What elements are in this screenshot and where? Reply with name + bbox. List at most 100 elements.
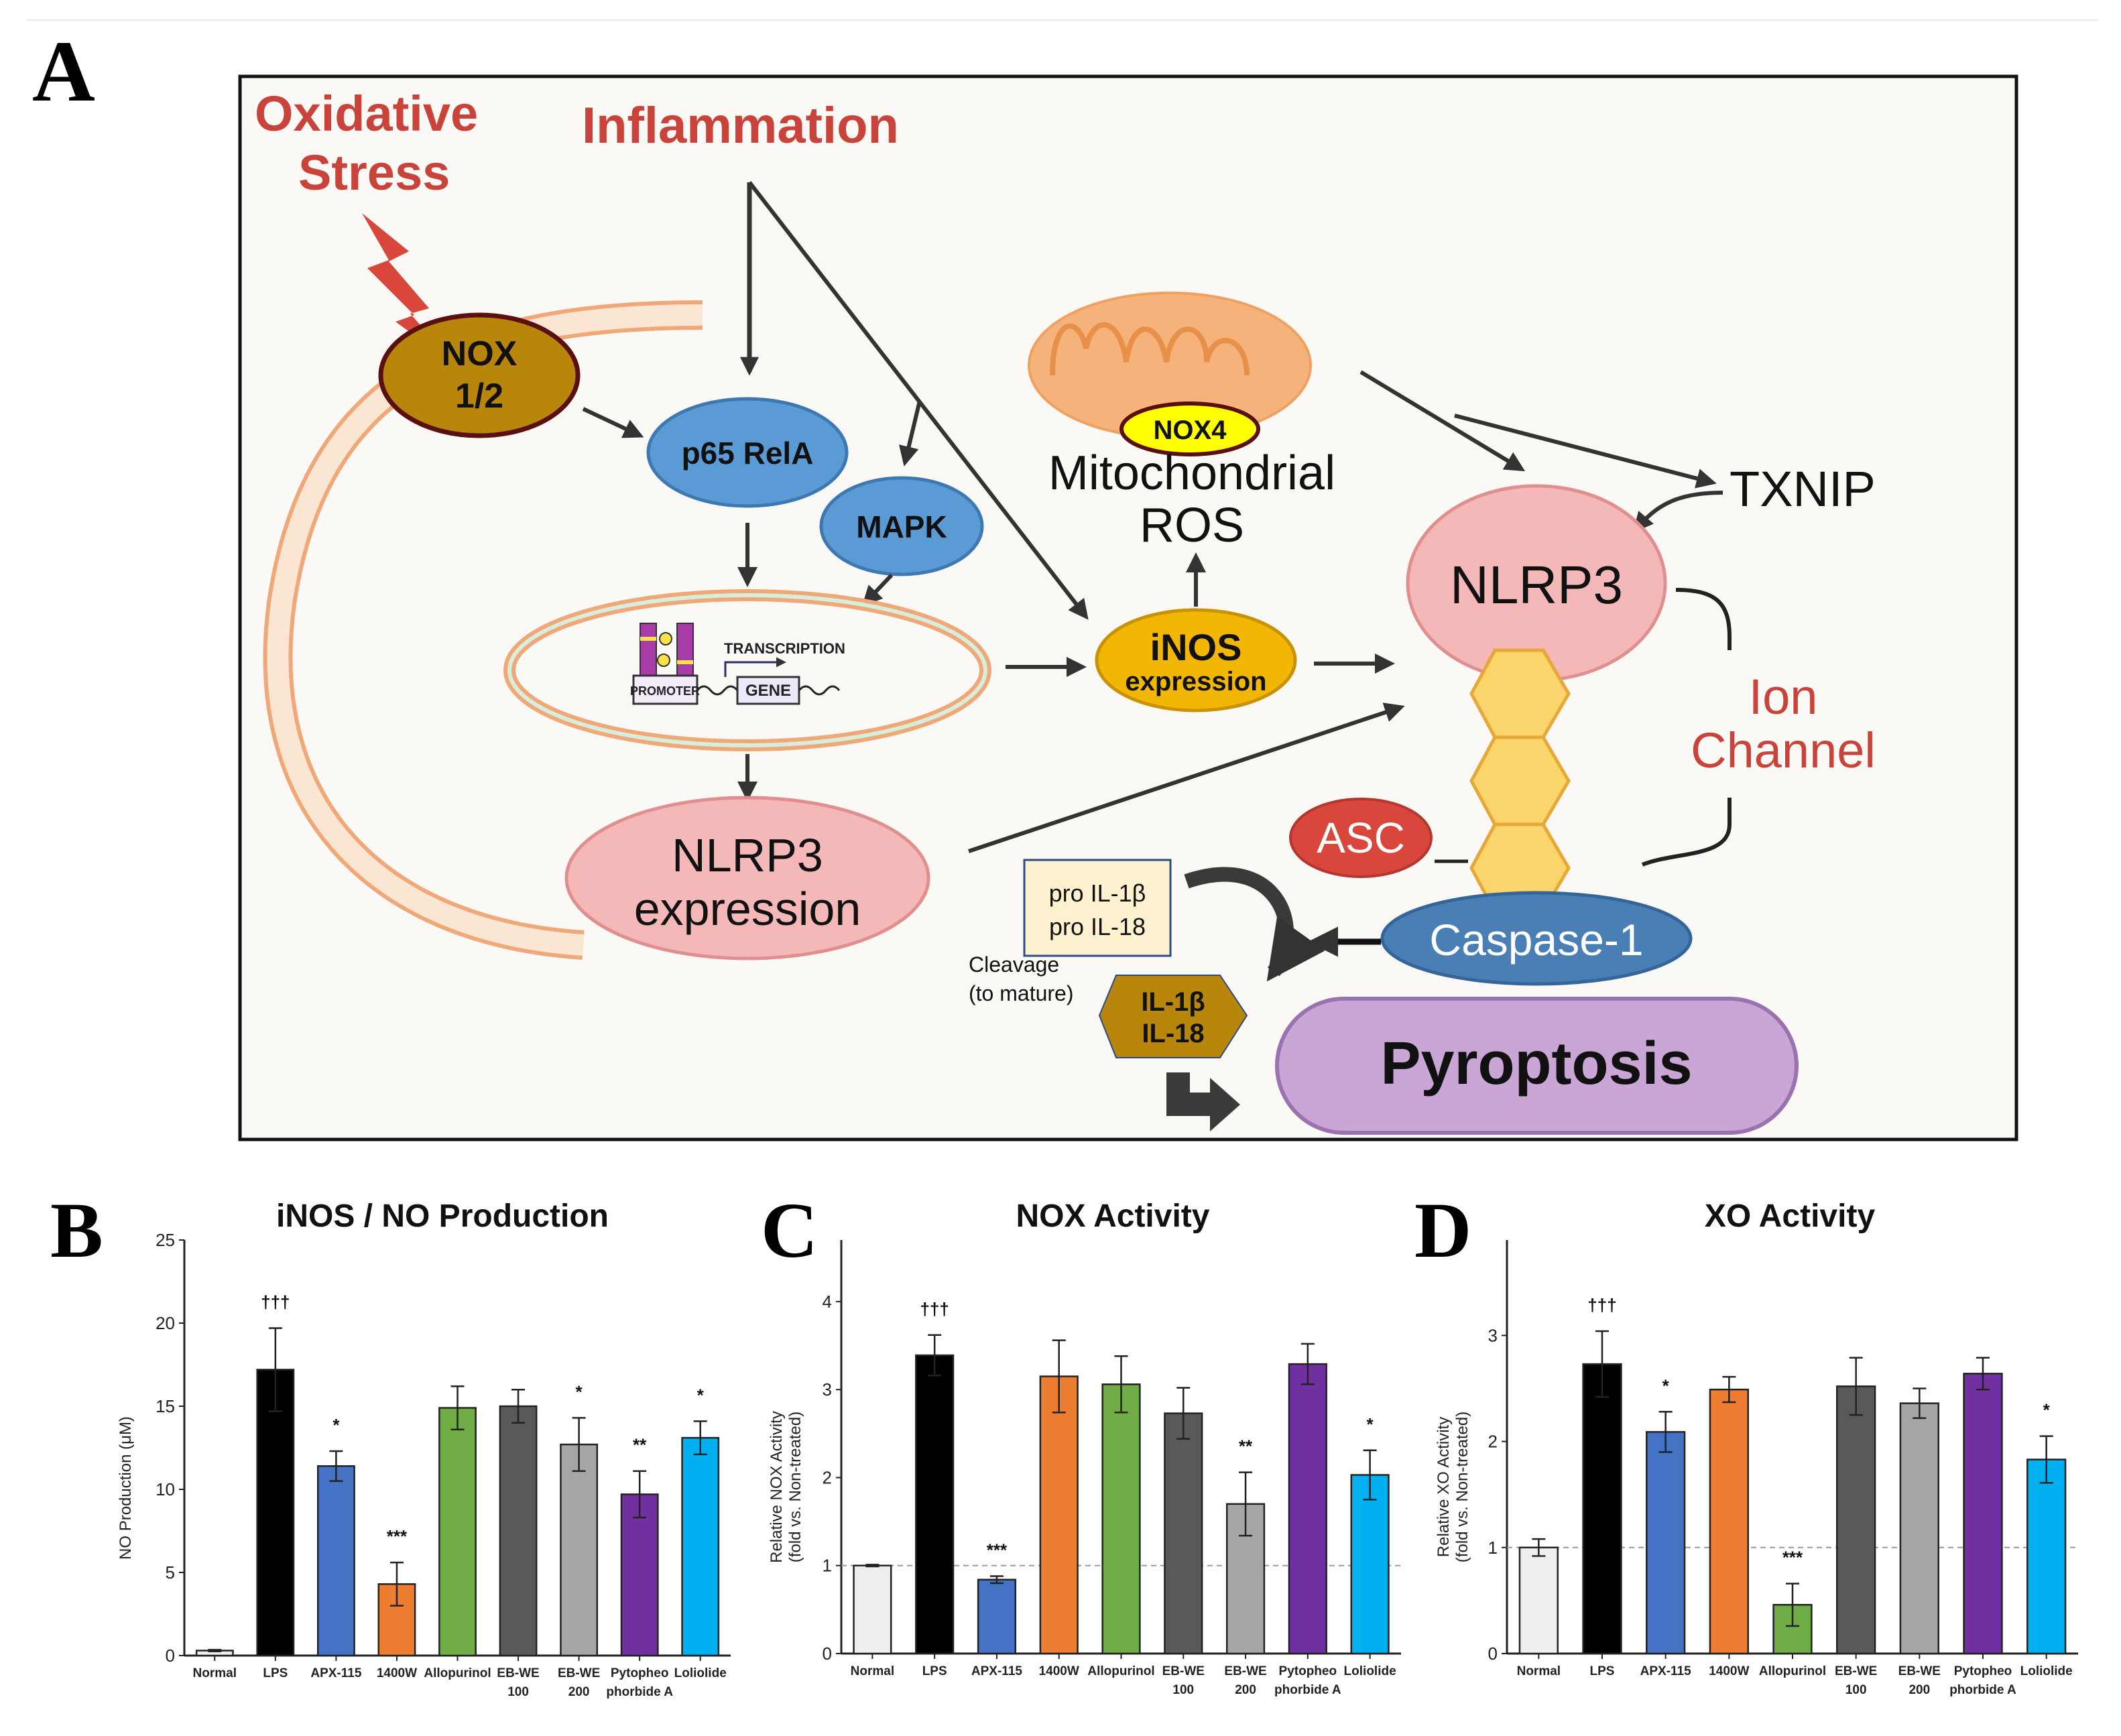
bar: [1039, 1375, 1079, 1655]
mito-ros-label-1: Mitochondrial: [1048, 446, 1335, 500]
bar: [1836, 1385, 1876, 1655]
mapk-node: [819, 476, 984, 576]
arrow-mito-nlrp3: [1359, 370, 1526, 472]
significance-marker: **: [1239, 1436, 1253, 1456]
panel-label-a: A: [32, 23, 95, 120]
chart-title: NOX Activity: [1016, 1198, 1210, 1234]
x-tick-label: Normal: [851, 1664, 894, 1678]
bar: [499, 1405, 538, 1657]
y-tick-label: 2: [1488, 1432, 1498, 1452]
bar: [977, 1578, 1017, 1655]
x-tick-label: Pytopheo: [611, 1666, 669, 1680]
arrow-nox-p65: [582, 407, 644, 438]
cleavage-curved-arrow: [1184, 867, 1325, 982]
significance-marker: ***: [387, 1526, 408, 1546]
significance-marker: *: [1367, 1414, 1374, 1434]
x-tick-label: 1400W: [1039, 1664, 1079, 1678]
inflammation-label: Inflammation: [582, 97, 899, 154]
x-tick-label: Allopurinol: [1087, 1664, 1154, 1678]
chart-title: XO Activity: [1705, 1198, 1876, 1234]
x-tick-label: Loliolide: [1344, 1664, 1396, 1678]
mapk-label: MAPK: [856, 509, 947, 544]
y-tick-label: 4: [823, 1292, 832, 1312]
inos-label-1: iNOS: [1150, 626, 1242, 668]
x-tick-label: Normal: [193, 1666, 237, 1680]
significance-marker: *: [576, 1381, 583, 1402]
dna-strand-1: [696, 685, 739, 696]
promoter-label: PROMOTER: [630, 684, 700, 698]
dna-strand-2: [798, 685, 841, 696]
pyroptosis-node: [1275, 997, 1799, 1135]
il1b-label: IL-1β: [1141, 987, 1205, 1017]
bar: [1709, 1388, 1749, 1655]
ion-channel-label-1: Ion: [1749, 669, 1818, 725]
pro-il1b-label: pro IL-1β: [1049, 879, 1146, 907]
x-tick-label: EB-WE: [558, 1666, 600, 1680]
x-tick-label: 1400W: [377, 1666, 417, 1680]
y-tick-label: 15: [156, 1396, 175, 1416]
asc-filament: [1469, 648, 1571, 914]
x-tick-label: phorbide A: [1949, 1683, 2016, 1697]
panel-label-d: D: [1414, 1186, 1471, 1274]
bar: [1164, 1412, 1203, 1655]
caspase1-label: Caspase-1: [1429, 915, 1643, 965]
mito-ros-label-2: ROS: [1140, 499, 1244, 552]
significance-marker: *: [332, 1415, 340, 1435]
y-tick-label: 0: [1488, 1644, 1498, 1664]
arrow-inflammation-inos: [747, 181, 1089, 620]
x-tick-label: Pytopheo: [1954, 1664, 2012, 1678]
promoter-box: [632, 674, 699, 705]
x-tick-label: Allopurinol: [424, 1666, 491, 1680]
transcription-label: TRANSCRIPTION: [724, 640, 845, 657]
arrow-txnip-nlrp3: [1633, 491, 1723, 533]
inos-node: [1095, 608, 1297, 712]
arrow-branch-mapk: [898, 400, 922, 467]
ion-channel-bracket-bottom: [1641, 798, 1732, 867]
arrow-mito-txnip: [1454, 414, 1717, 489]
x-tick-label: APX-115: [971, 1664, 1022, 1678]
x-tick-label: Loliolide: [2020, 1664, 2073, 1678]
x-tick-label: 1400W: [1709, 1664, 1749, 1678]
x-tick-label: APX-115: [1640, 1664, 1691, 1678]
x-tick-label: APX-115: [310, 1666, 361, 1680]
y-tick-label: 1: [1488, 1538, 1498, 1558]
ion-channel-bracket-top: [1675, 588, 1732, 650]
bar: [2026, 1459, 2067, 1655]
inos-label-2: expression: [1125, 667, 1266, 696]
bar: [560, 1443, 599, 1657]
x-tick-label: 100: [1172, 1683, 1194, 1697]
y-tick-label: 20: [156, 1313, 175, 1333]
x-tick-label: EB-WE: [1162, 1664, 1205, 1678]
bar: [681, 1436, 720, 1657]
x-tick-label: 200: [1908, 1683, 1930, 1697]
caspase1-node: [1380, 891, 1693, 986]
nlrp3-expression-label-2: expression: [634, 883, 861, 935]
y-axis-label: Relative NOX Activity: [768, 1411, 786, 1563]
pro-il-box: [1023, 859, 1172, 957]
x-tick-label: 200: [568, 1685, 590, 1699]
nlrp3-expression-label-1: NLRP3: [672, 829, 823, 881]
x-tick-label: EB-WE: [1835, 1664, 1877, 1678]
bar: [1350, 1474, 1390, 1655]
bar: [438, 1407, 477, 1657]
pathway-diagram: Oxidative Stress Inflammation NOX 1/2 p6…: [238, 74, 2018, 1141]
y-tick-label: 0: [823, 1644, 832, 1664]
pro-il18-label: pro IL-18: [1049, 913, 1146, 940]
y-tick-label: 2: [823, 1467, 832, 1487]
y-axis-label: (fold vs. Non-treated): [786, 1412, 804, 1562]
asc-node: [1289, 798, 1433, 878]
y-tick-label: 0: [166, 1646, 175, 1666]
significance-marker: **: [633, 1435, 647, 1455]
nlrp3-label: NLRP3: [1450, 555, 1623, 615]
significance-marker: †††: [1587, 1295, 1616, 1315]
p65-rela-node: [646, 397, 849, 508]
x-tick-label: Allopurinol: [1759, 1664, 1826, 1678]
x-tick-label: LPS: [263, 1666, 288, 1680]
nox12-label-1: NOX: [442, 334, 518, 373]
mitochondrion-cristae: [1050, 322, 1250, 376]
bar: [853, 1564, 892, 1655]
x-tick-label: EB-WE: [1898, 1664, 1941, 1678]
x-tick-label: Normal: [1517, 1664, 1561, 1678]
significance-marker: †††: [261, 1292, 290, 1312]
